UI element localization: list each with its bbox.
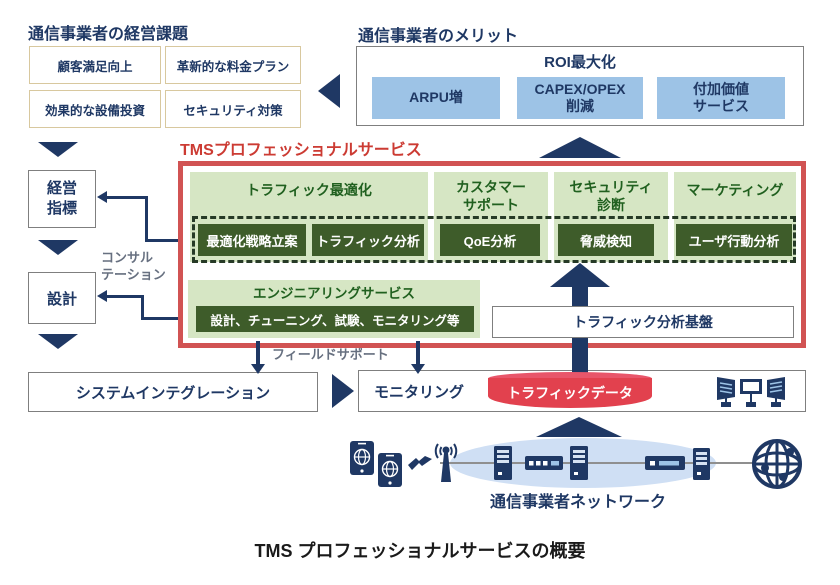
challenge-box: セキュリティ対策	[165, 90, 301, 128]
kpi-label: 経営指標	[46, 179, 77, 217]
challenge-label: セキュリティ対策	[183, 103, 283, 118]
platform-label: トラフィック分析基盤	[573, 314, 713, 330]
arrow-right-icon	[332, 374, 354, 408]
design-box: 設計	[28, 272, 96, 324]
connector-line	[145, 239, 198, 242]
arrow-down-icon	[38, 334, 78, 349]
challenges-title: 通信事業者の経営課題	[28, 26, 189, 43]
server-icon	[570, 446, 588, 485]
arrow-left-head-icon	[97, 290, 107, 302]
merit-box: CAPEX/OPEX 削減	[517, 77, 643, 119]
challenge-box: 顧客満足向上	[29, 46, 161, 84]
network-label: 通信事業者ネットワーク	[489, 494, 666, 511]
lightning-icon	[408, 455, 432, 476]
challenge-box: 効果的な設備投資	[29, 90, 161, 128]
merit-label: 付加価値	[693, 80, 749, 97]
arrow-down-head-icon	[411, 364, 425, 374]
arrow-down-head-icon	[251, 364, 265, 374]
platform-box: トラフィック分析基盤	[492, 306, 794, 338]
smartphone-icon	[377, 452, 403, 493]
smartphone-icon	[349, 440, 375, 481]
connector-line	[106, 196, 148, 199]
panel-header: セキュリティ	[569, 179, 653, 195]
service-button: 脅威検知	[558, 224, 654, 256]
server-icon	[693, 448, 710, 485]
network-line	[440, 462, 754, 464]
traffic-data-label: トラフィックデータ	[507, 385, 633, 401]
panel-header: カスタマー	[456, 179, 526, 195]
traffic-data-cylinder: トラフィックデータ	[488, 372, 652, 410]
connector-line	[145, 196, 148, 242]
tms-title: TMSプロフェッショナルサービス	[180, 142, 422, 159]
merit-label: ARPU増	[409, 89, 463, 106]
challenge-box: 革新的な料金プラン	[165, 46, 301, 84]
challenge-label: 効果的な設備投資	[44, 103, 145, 118]
service-button: 最適化戦略立案	[198, 224, 306, 256]
server-icon	[494, 446, 512, 485]
merit-label: 削減	[566, 98, 594, 114]
connector-line	[106, 295, 144, 298]
merits-title: 通信事業者のメリット	[358, 28, 519, 45]
arrow-down-icon	[38, 142, 78, 157]
globe-icon	[750, 437, 804, 496]
challenge-label: 顧客満足向上	[57, 59, 133, 74]
merit-label: サービス	[693, 98, 749, 114]
diagram-caption: TMS プロフェッショナルサービスの概要	[254, 541, 586, 561]
monitors-icon	[716, 374, 786, 413]
service-button: QoE分析	[440, 224, 540, 256]
cell-tower-icon	[430, 442, 462, 489]
merit-box: ARPU増	[372, 77, 500, 119]
system-integration-label: システムインテグレーション	[75, 384, 271, 402]
arrow-left-head-icon	[97, 191, 107, 203]
router-icon	[645, 456, 685, 475]
service-button: ユーザ行動分析	[676, 224, 792, 256]
arrow-up-icon	[536, 417, 622, 437]
dashed-group-outline	[192, 216, 796, 263]
panel-header: エンジニアリングサービス	[253, 286, 415, 301]
panel-header: マーケティング	[686, 182, 784, 198]
panel-header: 診断	[597, 197, 625, 214]
consultation-label: コンサル テーション	[101, 250, 166, 282]
kpi-box: 経営指標	[28, 170, 96, 228]
arrow-up-icon	[550, 263, 610, 287]
connector-line	[141, 295, 144, 320]
service-button: トラフィック分析	[312, 224, 424, 256]
connector-line	[256, 341, 260, 366]
monitoring-label: モニタリング	[374, 383, 465, 401]
router-icon	[525, 456, 563, 475]
arrow-up-icon	[539, 137, 621, 158]
panel-header: トラフィック最適化	[246, 182, 372, 198]
design-label: 設計	[46, 290, 77, 308]
connector-line	[141, 317, 196, 320]
panel-header: サポート	[463, 197, 519, 214]
challenge-label: 革新的な料金プラン	[176, 59, 290, 74]
connector-line	[416, 341, 420, 366]
field-support-label: フィールドサポート	[272, 347, 389, 362]
roi-label: ROI最大化	[544, 54, 616, 71]
service-button: 設計、チューニング、試験、モニタリング等	[196, 306, 474, 332]
arrow-left-icon	[318, 74, 340, 108]
merit-box: 付加価値 サービス	[657, 77, 785, 119]
arrow-down-icon	[38, 240, 78, 255]
system-integration-box: システムインテグレーション	[28, 372, 318, 412]
merit-label: CAPEX/OPEX	[534, 80, 626, 97]
